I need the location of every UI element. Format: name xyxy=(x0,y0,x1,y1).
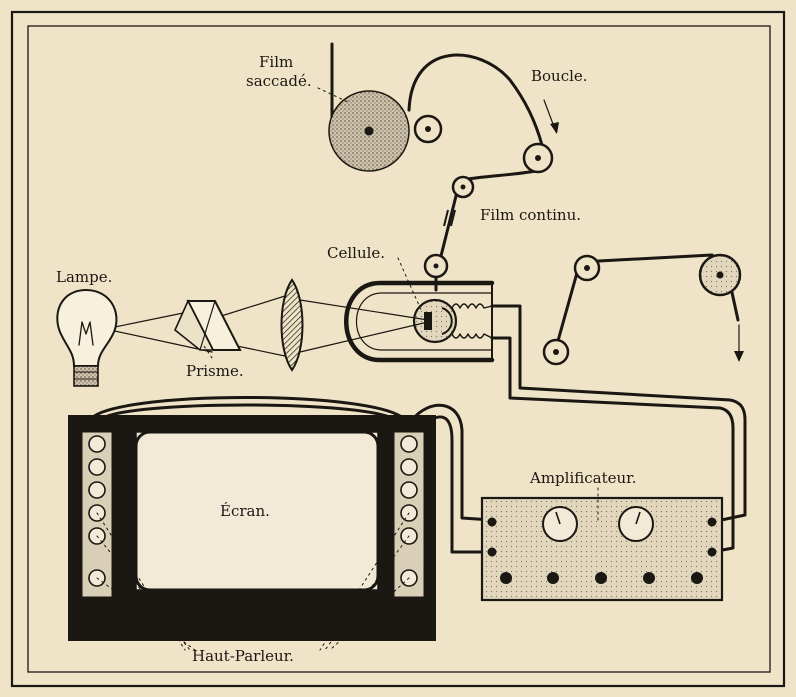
speaker-leader-lines xyxy=(96,512,410,651)
speaker-wires xyxy=(88,396,494,554)
signal-wires xyxy=(490,304,747,554)
lamp-bulb xyxy=(56,288,118,387)
label-leader-lines xyxy=(203,87,423,359)
photo-cell-housing xyxy=(344,280,495,363)
light-rays xyxy=(109,295,429,357)
lens xyxy=(280,278,304,372)
label-amplificateur: Amplificateur. xyxy=(529,469,636,487)
label-ecran: Écran. xyxy=(220,502,270,520)
label-film-continu: Film continu. xyxy=(480,206,581,224)
film-gate-marks xyxy=(443,209,456,227)
label-lampe: Lampe. xyxy=(56,268,112,286)
film-rollers xyxy=(413,114,601,366)
inner-frame xyxy=(27,25,771,673)
label-prisme: Prisme. xyxy=(186,362,244,380)
amplifier-box xyxy=(480,487,724,602)
reel-hub xyxy=(364,126,374,136)
outer-frame xyxy=(10,10,786,688)
label-film-saccade-line1: Film xyxy=(259,53,293,71)
prism xyxy=(174,299,242,351)
label-film-saccade-line2: saccadé. xyxy=(246,72,312,90)
direction-arrows xyxy=(543,99,744,362)
photo-cell xyxy=(412,298,493,344)
label-boucle: Boucle. xyxy=(531,67,588,85)
screen-frame xyxy=(68,415,436,641)
film-path xyxy=(330,42,740,350)
label-cellule: Cellule. xyxy=(327,244,385,262)
label-haut-parleur: Haut-Parleur. xyxy=(192,647,294,665)
